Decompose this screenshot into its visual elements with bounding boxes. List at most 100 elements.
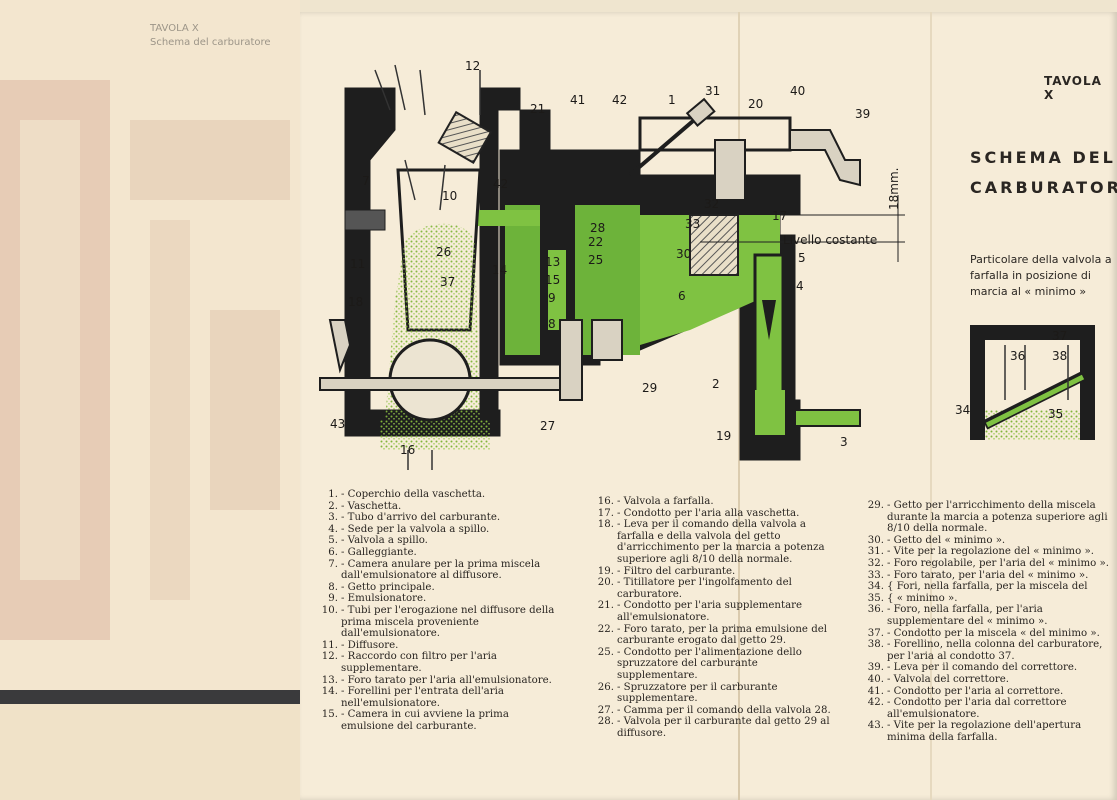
legend-number: 4. [328,523,338,535]
legend-number: 25. [597,646,614,658]
legend-text: - Forellini per l'entrata dell'aria nell… [341,686,504,709]
legend-item: 2.- Vaschetta. [308,501,563,513]
part-number: 21 [530,102,545,116]
legend-item: 4.- Sede per la valvola a spillo. [308,524,563,536]
legend-text: - Forellino, nella colonna del carburato… [887,639,1103,662]
legend-number: 8. [328,581,338,593]
legend-number: 16. [597,496,614,507]
legend-item: 9.- Emulsionatore. [308,593,563,605]
legend-text: - Valvola a farfalla. [617,496,714,507]
part-number: 42 [612,93,627,107]
legend-text: - Foro regolabile, per l'aria del « mini… [887,557,1109,569]
part-number: 16 [400,443,415,457]
legend-text: - Condotto per l'aria supplementare all'… [617,600,803,623]
legend-text: - Filtro del carburante. [617,565,736,577]
part-number: 42 [493,177,508,191]
legend-text: - Getto del « minimo ». [887,534,1006,546]
legend-item: 36.- Foro, nella farfalla, per l'aria su… [854,604,1110,627]
legend-number: 6. [328,546,338,558]
legend-item: 19.- Filtro del carburante. [584,566,834,578]
part-number: 9 [548,291,556,305]
detail-part-number: 38 [1052,349,1067,363]
part-number: 17 [772,209,787,223]
ghost-text: TAVOLA X Schema del carburatore [150,22,271,50]
ghost-diagram [0,80,290,640]
legend-item: 17.- Condotto per l'aria alla vaschetta. [584,508,834,520]
ghost-line: TAVOLA X [150,23,199,34]
legend-number: 42. [867,697,884,709]
part-number: 14 [492,263,507,277]
legend-item: 29.- Getto per l'arricchimento della mis… [854,500,1110,535]
legend-item: 33.- Foro tarato, per l'aria del « minim… [854,570,1110,582]
legend-number: 27. [597,704,614,716]
part-number: 43 [330,417,345,431]
air-flow-arrows [374,64,481,470]
legend-text: - Getto principale. [341,581,435,593]
part-number: 41 [570,93,585,107]
legend-item: 25.- Condotto per l'alimentazione dello … [584,647,834,682]
legend-number: 5. [328,535,338,547]
legend-text: - Condotto per l'aria alla vaschetta. [617,507,800,519]
legend-number: 39. [867,662,884,674]
part-number: 1 [668,93,676,107]
legend-text: - Spruzzatore per il carburante suppleme… [617,681,778,705]
part-number: 40 [790,84,805,98]
dimension-label: 18mm. [887,168,901,210]
legend-item: 27.- Camma per il comando della valvola … [584,705,834,717]
part-number: 22 [588,235,603,249]
part-number: 25 [588,253,603,267]
legend-item: 31.- Vite per la regolazione del « minim… [854,546,1110,558]
legend-text: - Vite per la regolazione dell'apertura … [887,720,1082,743]
level-label: Livello costante [783,233,877,247]
legend-number: 28. [597,716,614,728]
legend-text: - Condotto per l'alimentazione dello spr… [617,646,802,681]
legend-item: 13.- Foro tarato per l'aria all'emulsion… [308,675,563,687]
legend-item: 3.- Tubo d'arrivo del carburante. [308,512,563,524]
detail-part-number: 36 [1010,349,1025,363]
air-filter-fitting [437,110,493,164]
part-number: 2 [712,377,720,391]
legend-column-3: 29.- Getto per l'arricchimento della mis… [854,500,1110,743]
legend-item: 26.- Spruzzatore per il carburante suppl… [584,682,834,705]
legend-text: - Condotto per l'aria dal correttore all… [887,697,1067,720]
legend-text: { « minimo ». [887,592,958,604]
legend-item: 40.- Valvola del correttore. [854,674,1110,686]
legend-item: 12.- Raccordo con filtro per l'aria supp… [308,651,563,674]
part-number: 29 [642,381,657,395]
float [689,214,739,276]
legend-item: 28.- Valvola per il carburante dal getto… [584,716,834,739]
legend-text: - Leva per il comando del correttore. [887,662,1078,674]
legend-text: - Coperchio della vaschetta. [341,489,486,500]
part-number: 3 [840,435,848,449]
legend-item: 21.- Condotto per l'aria supplementare a… [584,600,834,623]
legend-column-1: 1.- Coperchio della vaschetta.2.- Vasche… [308,489,563,732]
legend-number: 9. [328,593,338,605]
legend-item: 37.- Condotto per la miscela « del minim… [854,628,1110,640]
legend-number: 32. [867,557,884,569]
legend-number: 12. [321,651,338,663]
detail-caption: Particolare della valvola a farfalla in … [970,253,1112,298]
part-number: 39 [855,107,870,121]
legend-item: 6.- Galleggiante. [308,547,563,559]
legend-number: 13. [321,674,338,686]
left-page: TAVOLA X Schema del carburatore [0,0,300,800]
legend-number: 31. [867,546,884,558]
part-number: 33 [685,217,700,231]
legend-text: - Sede per la valvola a spillo. [341,523,490,535]
legend-text: - Foro, nella farfalla, per l'aria suppl… [887,604,1048,627]
corrector-valve [714,139,746,201]
legend-text: - Camera in cui avviene la prima emulsio… [341,709,509,732]
part-number: 31 [705,84,720,98]
part-number: 8 [548,317,556,331]
legend-item: 35.{ « minimo ». [854,593,1110,605]
detail-part-number: 37 [1052,329,1067,343]
legend-number: 26. [597,681,614,693]
plate-title: SCHEMA DEL CARBURATORE [970,143,1117,203]
legend-text: - Galleggiante. [341,546,417,558]
part-number: 13 [545,255,560,269]
legend-number: 35. [867,592,884,604]
legend-text: - Valvola per il carburante dal getto 29… [617,716,830,739]
legend-number: 1. [328,489,338,500]
part-number: 28 [590,221,605,235]
legend-item: 14.- Forellini per l'entrata dell'aria n… [308,686,563,709]
